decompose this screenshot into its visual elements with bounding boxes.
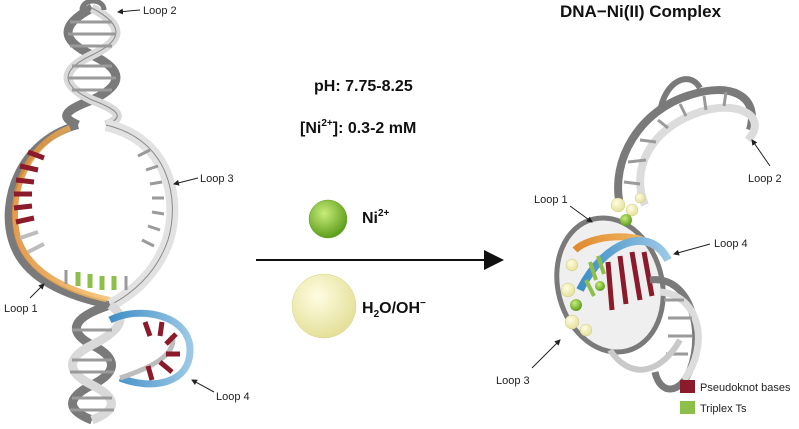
right-label-loop1: Loop 1 <box>534 194 593 223</box>
nickel-ion-sphere <box>308 199 348 239</box>
svg-text:Loop 2: Loop 2 <box>143 5 177 17</box>
svg-text:Loop 3: Loop 3 <box>496 375 530 387</box>
ph-condition: pH: 7.75-8.25 <box>314 78 413 95</box>
complex-title: DNA−Ni(II) Complex <box>560 2 722 21</box>
right-dna-complex <box>554 76 759 393</box>
legend-label-triplex: Triplex Ts <box>700 403 747 415</box>
svg-text:Loop 3: Loop 3 <box>200 173 234 185</box>
left-label-loop2: Loop 2 <box>117 5 177 17</box>
left-label-loop4: Loop 4 <box>191 379 250 403</box>
legend-swatch-triplex <box>680 401 695 414</box>
legend-swatch-pseudoknot <box>680 380 695 393</box>
right-label-loop3: Loop 3 <box>496 339 561 387</box>
svg-text:Loop 2: Loop 2 <box>748 173 782 185</box>
svg-text:Loop 1: Loop 1 <box>4 303 38 315</box>
svg-text:Loop 4: Loop 4 <box>216 391 250 403</box>
left-top-helix <box>62 0 122 130</box>
water-hydroxide-label: H2O/OH− <box>362 298 426 320</box>
complex-bound-ions <box>560 192 646 337</box>
left-bottom-helix <box>68 300 194 425</box>
right-label-loop4: Loop 4 <box>673 238 748 256</box>
legend: Pseudoknot bases Triplex Ts <box>680 380 791 415</box>
left-open-loop <box>4 119 179 311</box>
water-hydroxide-sphere <box>291 273 357 339</box>
nickel-ion-label: Ni2+ <box>362 208 390 227</box>
legend-label-pseudoknot: Pseudoknot bases <box>700 382 791 394</box>
left-label-loop1: Loop 1 <box>4 283 45 315</box>
left-label-loop3: Loop 3 <box>173 173 234 186</box>
right-label-loop2: Loop 2 <box>748 139 782 185</box>
svg-text:Loop 4: Loop 4 <box>714 238 748 250</box>
svg-text:Loop 1: Loop 1 <box>534 194 568 206</box>
left-dna-structure <box>4 0 194 425</box>
nickel-concentration: [Ni2+]: 0.3-2 mM <box>300 118 417 137</box>
